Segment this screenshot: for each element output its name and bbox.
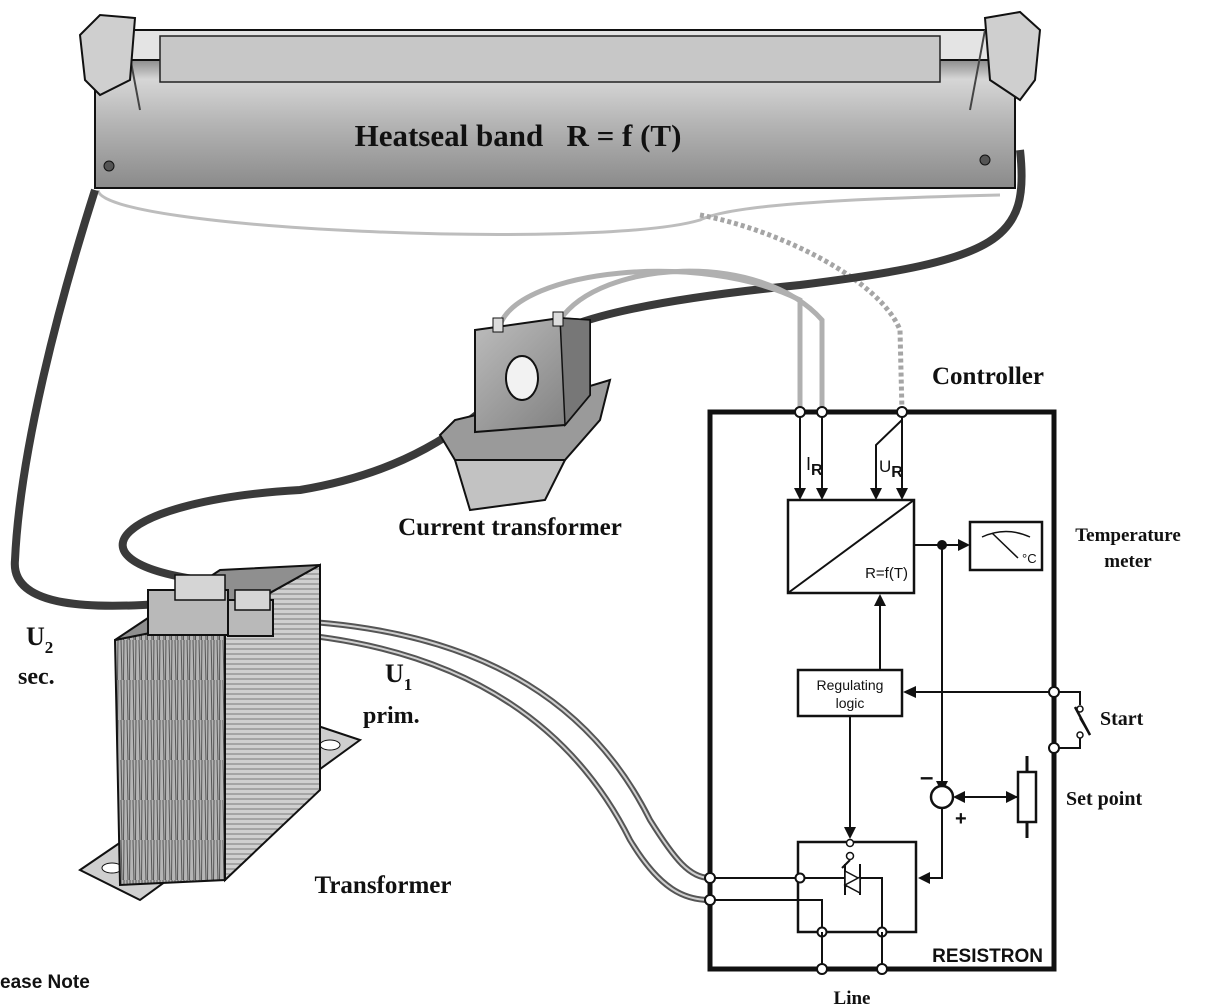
thyristor-symbol [843, 864, 862, 895]
ct-terminal-1 [794, 406, 806, 418]
controller-title: Controller [932, 363, 1044, 390]
ct-aperture [505, 355, 539, 401]
temperature-meter-label-line1: Temperature [1075, 525, 1181, 546]
u1-symbol: U [385, 659, 404, 688]
meter-scale [981, 530, 1031, 538]
current-transformer: Current transformer [398, 311, 622, 541]
meter-needle [991, 532, 1019, 559]
left-terminal-screw [103, 160, 115, 172]
transformer-label: Transformer [315, 872, 452, 899]
prim-label: prim. [363, 703, 420, 729]
band-light-wire [96, 189, 1001, 236]
start-terminal-1 [1048, 686, 1060, 698]
primary-terminal-2 [704, 894, 716, 906]
ct-signal-wire-2 [557, 268, 825, 412]
logic-label-line1: Regulating [817, 677, 884, 693]
secondary-cable-left [10, 188, 161, 610]
primary-terminal-1 [704, 872, 716, 884]
logic-label-line2: logic [836, 695, 865, 711]
brand-label: RESISTRON [932, 946, 1043, 967]
line-terminal-1 [816, 963, 828, 975]
right-clamp [983, 10, 1042, 102]
start-terminal-2 [1048, 742, 1060, 754]
temperature-meter-label-line2: meter [1104, 551, 1152, 572]
ur-terminal [896, 406, 908, 418]
u1-label: U1 [385, 659, 412, 694]
ir-subscript: R [811, 462, 823, 479]
u2-subscript: 2 [45, 638, 54, 657]
ct-label: Current transformer [398, 514, 622, 541]
minus-sign: – [920, 764, 933, 791]
ct-terminal-2 [816, 406, 828, 418]
u1-subscript: 1 [404, 675, 413, 694]
ur-symbol: U [879, 457, 891, 476]
plus-sign: + [955, 808, 967, 830]
right-terminal-screw [979, 154, 991, 166]
set-point-potentiometer [1016, 770, 1038, 824]
controller: Controller RESISTRON IR UR R=f(T) °C Tem… [704, 363, 1181, 1008]
band-label: Heatseal band R = f (T) [355, 118, 682, 153]
u2-symbol: U [26, 622, 45, 651]
transformer: Transformer U2 sec. U1 prim. [18, 563, 452, 902]
ir-signal-label: IR [806, 454, 823, 479]
sec-label: sec. [18, 664, 55, 690]
converter-label: R=f(T) [865, 565, 908, 582]
start-switch [1073, 706, 1092, 736]
ur-subscript: R [891, 464, 903, 481]
din-rail-mount [453, 459, 567, 512]
meter-unit: °C [1022, 551, 1037, 566]
summing-junction [929, 784, 955, 810]
regulating-logic-block [796, 668, 904, 718]
ir-symbol: I [806, 454, 811, 474]
start-label: Start [1100, 708, 1144, 730]
left-clamp [78, 13, 137, 97]
transformer-core-front [113, 616, 226, 887]
ur-signal-label: UR [879, 457, 903, 481]
u2-label: U2 [26, 622, 53, 657]
voltage-sense-cable [699, 212, 905, 413]
line-terminal-2 [876, 963, 888, 975]
line-label: Line [834, 988, 871, 1008]
heatseal-band: Heatseal band R = f (T) [78, 10, 1042, 189]
footer-note: ease Note [0, 972, 90, 993]
set-point-label: Set point [1066, 788, 1142, 810]
